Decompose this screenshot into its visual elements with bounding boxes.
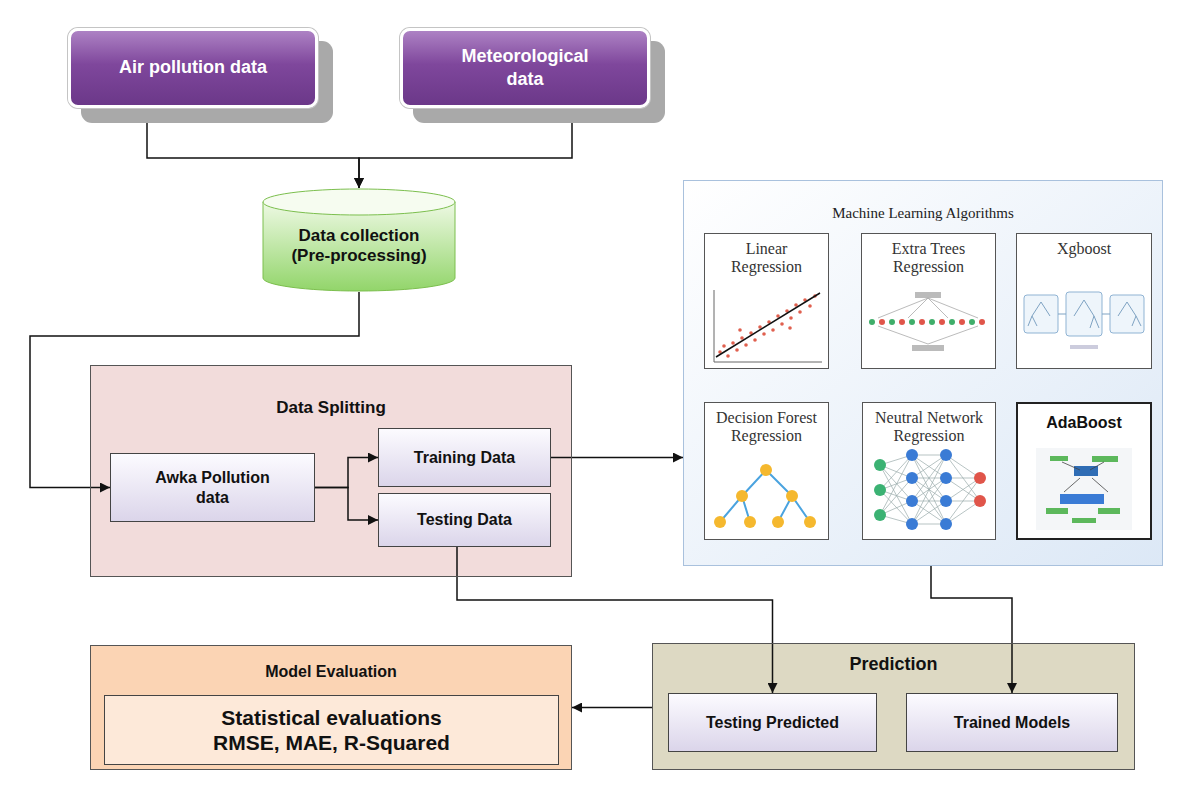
process-box: Awka Pollution data	[110, 453, 315, 522]
connector-arrow	[551, 457, 683, 459]
database-cylinder: Data collection (Pre-processing)	[262, 188, 456, 292]
node-label: Data Splitting	[276, 398, 386, 418]
node-label: Trained Models	[954, 713, 1070, 733]
node-label: Xgboost	[1057, 240, 1111, 258]
connector-arrow	[315, 488, 378, 521]
metrics-box: Statistical evaluations RMSE, MAE, R-Squ…	[104, 695, 559, 765]
node-label: Linear Regression	[713, 240, 820, 275]
algorithm-box: Extra Trees Regression	[861, 233, 996, 369]
extra-trees-icon	[869, 292, 985, 351]
process-box: Testing Data	[378, 493, 551, 547]
group-panel: Data SplittingAwka Pollution data Trainin…	[90, 365, 572, 577]
node-label: Machine Learning Algorithms	[832, 205, 1014, 222]
node-label: Prediction	[849, 654, 937, 675]
node-label: Training Data	[414, 448, 515, 468]
xgboost-icon	[1024, 292, 1144, 349]
node-label: Statistical evaluations RMSE, MAE, R-Squ…	[189, 705, 474, 755]
connector-arrow	[147, 108, 359, 188]
node-label: Decision Forest Regression	[713, 409, 820, 444]
connector-arrow	[457, 547, 773, 693]
decision-tree-icon	[714, 464, 816, 528]
algorithm-box: Decision Forest Regression	[704, 402, 829, 540]
node-label: Data collection (Pre-processing)	[280, 226, 438, 267]
algorithm-panel: Machine Learning AlgorithmsLinear Regres…	[683, 180, 1163, 566]
node-label: Awka Pollution data	[138, 468, 288, 508]
neural-network-icon	[874, 449, 986, 530]
connector-arrow	[359, 108, 572, 188]
algorithm-box: Linear Regression	[704, 233, 829, 369]
node-label: Testing Data	[417, 510, 512, 530]
algorithm-box: Xgboost	[1016, 233, 1152, 369]
node-label: Extra Trees Regression	[870, 240, 987, 275]
process-box: Testing Predicted	[668, 693, 877, 752]
connector-arrow	[931, 566, 1012, 693]
connector-arrow	[315, 458, 378, 488]
adaboost-icon	[1036, 448, 1132, 530]
connector-arrow	[572, 707, 652, 709]
node-label: Model Evaluation	[265, 663, 397, 681]
group-panel: PredictionTesting Predicted Trained Model…	[652, 643, 1135, 770]
algorithm-box: Neutral Network Regression	[862, 402, 996, 540]
source-box: Meteorological data	[400, 28, 650, 108]
process-box: Training Data	[378, 428, 551, 487]
node-label: Air pollution data	[119, 56, 267, 79]
group-panel: Model EvaluationStatistical evaluations …	[90, 645, 572, 770]
source-box: Air pollution data	[68, 28, 318, 108]
node-label: Meteorological data	[445, 45, 605, 92]
node-label: Neutral Network Regression	[871, 409, 987, 444]
process-box: Trained Models	[906, 693, 1118, 752]
node-label: Testing Predicted	[706, 713, 839, 733]
node-label: AdaBoost	[1046, 414, 1122, 432]
scatter-plot	[714, 290, 822, 362]
algorithm-box: AdaBoost	[1016, 402, 1152, 540]
